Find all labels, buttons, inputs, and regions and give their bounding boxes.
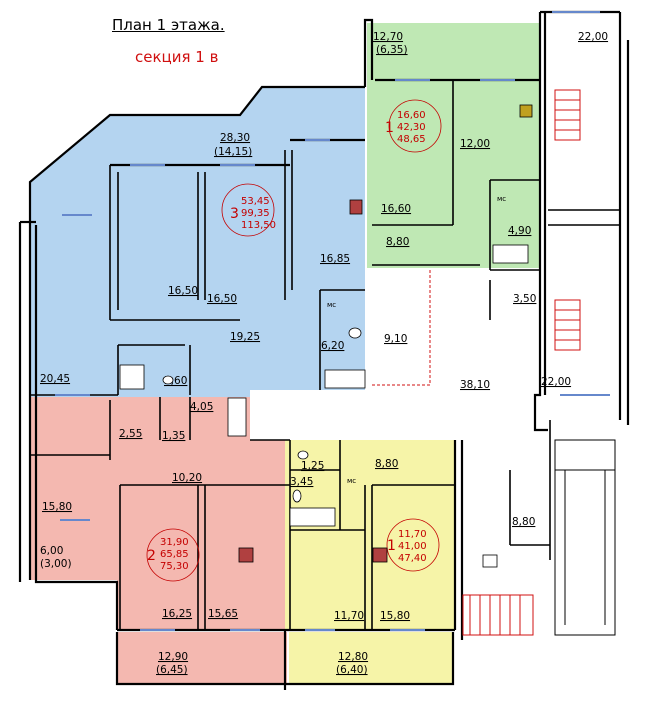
- apartment-1-bottom-summary: 1 11,70 41,00 47,40: [386, 518, 440, 572]
- label-pink-balcony-bottom: 12,90: [158, 651, 188, 663]
- label-pink-room-2: 15,65: [208, 608, 238, 620]
- label-room-green-bath: 4,90: [508, 225, 531, 237]
- section-subtitle: секция 1 в: [135, 48, 219, 66]
- label-balcony-blue: 28,30: [220, 132, 250, 144]
- svg-text:47,40: 47,40: [398, 553, 427, 564]
- svg-text:99,35: 99,35: [241, 208, 270, 219]
- label-yellow-balcony-half: (6,40): [336, 664, 368, 676]
- svg-text:42,30: 42,30: [397, 122, 426, 133]
- label-lobby-left: 9,10: [384, 333, 407, 345]
- label-pink-hall: 10,20: [172, 472, 202, 484]
- apartment-2-summary: 2 31,90 65,85 75,30: [146, 528, 200, 582]
- label-pink-room-1: 16,25: [162, 608, 192, 620]
- svg-text:2: 2: [147, 548, 156, 564]
- label-mc-blue: мс: [327, 301, 336, 309]
- label-room-green-kitchen: 8,80: [386, 236, 409, 248]
- interior-walls: [30, 80, 620, 630]
- apartment-1-top-summary: 1 16,60 42,30 48,65: [385, 99, 442, 153]
- stairwell-top: [554, 89, 581, 351]
- apartment-2-room-area: [30, 397, 287, 684]
- label-room-blue-3: 16,50: [207, 293, 237, 305]
- plan-title: План 1 этажа.: [112, 16, 225, 34]
- windows: [55, 11, 610, 631]
- plumbing-fixtures: [119, 104, 533, 568]
- label-pink-balcony: 6,00: [40, 545, 63, 557]
- label-yellow-room-2: 15,80: [380, 610, 410, 622]
- label-balcony-top-green: 12,70: [373, 31, 403, 43]
- label-pink-wc: 1,35: [162, 430, 185, 442]
- label-yellow-room-1: 11,70: [334, 610, 364, 622]
- label-room-blue-2: 16,50: [168, 285, 198, 297]
- svg-text:3: 3: [230, 206, 239, 222]
- label-pink-balcony-bottom-half: (6,45): [156, 664, 188, 676]
- label-room-green-right: 12,00: [460, 138, 490, 150]
- label-pink-balcony-half: (3,00): [40, 558, 72, 570]
- label-balcony-blue-half: (14,15): [214, 146, 252, 158]
- apartment-3-summary: 3 53,45 99,35 113,50: [221, 183, 276, 237]
- label-pink-store: 2,55: [119, 428, 142, 440]
- svg-text:11,70: 11,70: [398, 529, 427, 540]
- lobby-red-partition: [370, 270, 431, 386]
- svg-text:1: 1: [387, 538, 396, 554]
- apartment-1-room-bottom-area: [285, 440, 455, 684]
- label-pink-bath: 4,05: [190, 401, 213, 413]
- label-room-blue-1: 16,85: [320, 253, 350, 265]
- label-corridor: 38,10: [460, 379, 490, 391]
- label-mc-yellow: мс: [347, 477, 356, 485]
- svg-text:31,90: 31,90: [160, 537, 189, 548]
- svg-text:113,50: 113,50: [241, 220, 276, 231]
- entrance-steps: [462, 594, 534, 636]
- ramp: [554, 439, 616, 636]
- label-yellow-balcony: 12,80: [338, 651, 368, 663]
- label-pink-living: 15,80: [42, 501, 72, 513]
- label-room-blue-living: 20,45: [40, 373, 70, 385]
- label-vestibule: 8,80: [512, 516, 535, 528]
- svg-text:65,85: 65,85: [160, 549, 189, 560]
- outer-walls: [18, 10, 630, 690]
- label-stair-top: 22,00: [578, 31, 608, 43]
- label-room-blue-bath: 6,20: [321, 340, 344, 352]
- svg-text:1: 1: [385, 120, 394, 136]
- svg-text:53,45: 53,45: [241, 196, 270, 207]
- svg-text:75,30: 75,30: [160, 561, 189, 572]
- svg-text:16,60: 16,60: [397, 110, 426, 121]
- label-small-room: 3,50: [513, 293, 536, 305]
- svg-text:48,65: 48,65: [397, 134, 426, 145]
- label-room-blue-hall: 19,25: [230, 331, 260, 343]
- label-room-green-big: 16,60: [381, 203, 411, 215]
- label-balcony-top-green-half: (6,35): [376, 44, 408, 56]
- label-yellow-hall: 8,80: [375, 458, 398, 470]
- label-yellow-bath: 3,45: [290, 476, 313, 488]
- label-mc-green: мс: [497, 195, 506, 203]
- svg-text:41,00: 41,00: [398, 541, 427, 552]
- label-yellow-wc: 1,25: [301, 460, 324, 472]
- label-stair-bottom: 22,00: [541, 376, 571, 388]
- room-labels: 12,70 (6,35) 22,00 28,30 (14,15) 16,60 1…: [40, 31, 608, 676]
